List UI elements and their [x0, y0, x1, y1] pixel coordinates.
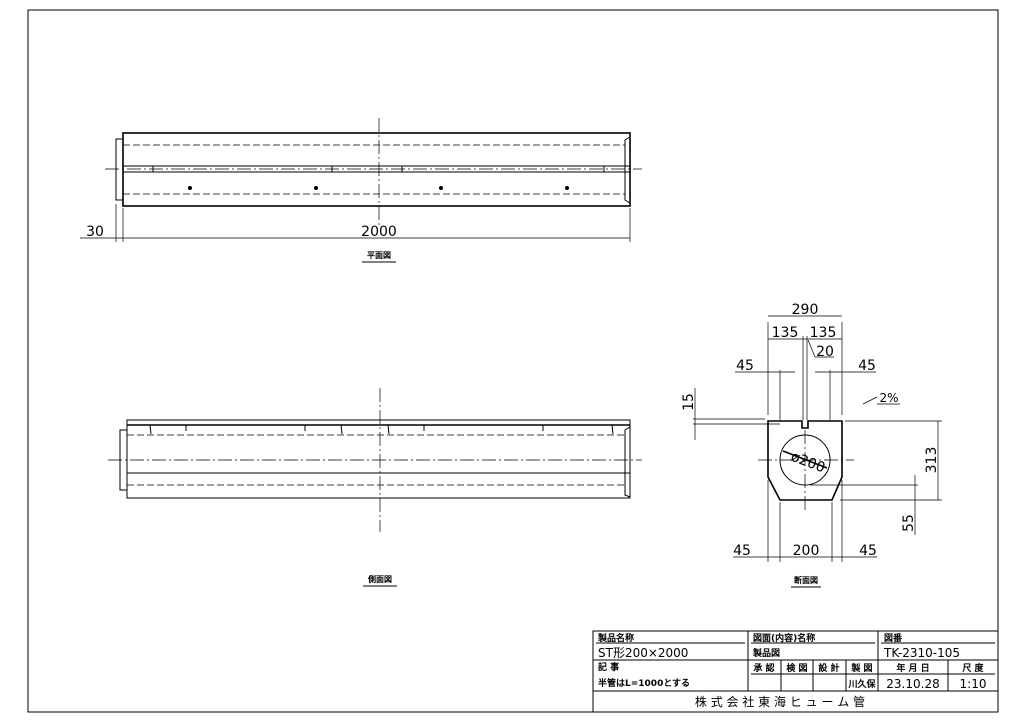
draft-label: 製 図: [850, 662, 872, 674]
slope-label: 2%: [879, 391, 898, 405]
scale: 1:10: [960, 677, 987, 691]
dim-wall-bottom-right: 45: [859, 543, 877, 559]
plan-view: 2000 30 平面図: [80, 118, 642, 263]
dim-height: 313: [924, 447, 940, 474]
product-name: ST形200×2000: [598, 646, 688, 660]
check-label: 検 図: [786, 662, 807, 674]
plan-body: [122, 132, 631, 207]
plan-view-label: 平面図: [367, 251, 391, 260]
notes: 半管はL=1000とする: [598, 677, 690, 689]
insert-point: [565, 186, 569, 190]
date: 23.10.28: [886, 677, 939, 691]
approve-label: 承 認: [753, 662, 774, 674]
date-label: 年 月 日: [896, 662, 929, 674]
drawing-name: 製品図: [752, 647, 780, 659]
side-view: 側面図: [108, 388, 642, 587]
dim-width: 290: [792, 302, 819, 318]
dim-half-right: 135: [810, 325, 837, 341]
dim-top: 15: [681, 393, 697, 411]
dim-bottom-offset: 55: [901, 514, 917, 532]
drawing-no: TK-2310-105: [883, 646, 960, 660]
dim-wall-top-right: 45: [858, 358, 876, 374]
design-label: 設 計: [818, 662, 839, 674]
insert-point: [188, 186, 192, 190]
drawing-no-label: 図番: [884, 632, 903, 644]
insert-points: [188, 186, 569, 190]
sheet-border: [27, 9, 999, 713]
section-view: 290 135 135 20 45 45 2% 15 313 55 45 200…: [681, 302, 942, 588]
drafter: 川久保: [847, 678, 876, 690]
dim-slot: 20: [816, 344, 834, 360]
dim-wall-bottom-left: 45: [733, 543, 751, 559]
dim-wall-top-left: 45: [736, 358, 754, 374]
scale-label: 尺 度: [962, 662, 984, 674]
dim-base: 200: [793, 543, 820, 559]
section-view-label: 断面図: [794, 575, 818, 585]
dim-pipe: ø200: [789, 449, 828, 477]
dim-half-left: 135: [772, 325, 799, 341]
insert-point: [439, 186, 443, 190]
product-name-label: 製品名称: [597, 632, 634, 644]
side-body: [126, 419, 631, 499]
dim-length: 2000: [361, 224, 397, 240]
drawing-name-label: 図面(内容)名称: [753, 632, 815, 644]
insert-point: [314, 186, 318, 190]
side-view-label: 側面図: [367, 574, 392, 584]
dim-flange: 30: [86, 224, 104, 240]
notes-label: 記 事: [598, 661, 619, 673]
plan-flange: [115, 138, 124, 201]
company-name: 株 式 会 社 東 海 ヒ ュ ー ム 管: [695, 694, 865, 709]
section-outline: [767, 420, 843, 501]
title-block: 製品名称 ST形200×2000 図面(内容)名称 製品図 図番 TK-2310…: [592, 630, 999, 713]
